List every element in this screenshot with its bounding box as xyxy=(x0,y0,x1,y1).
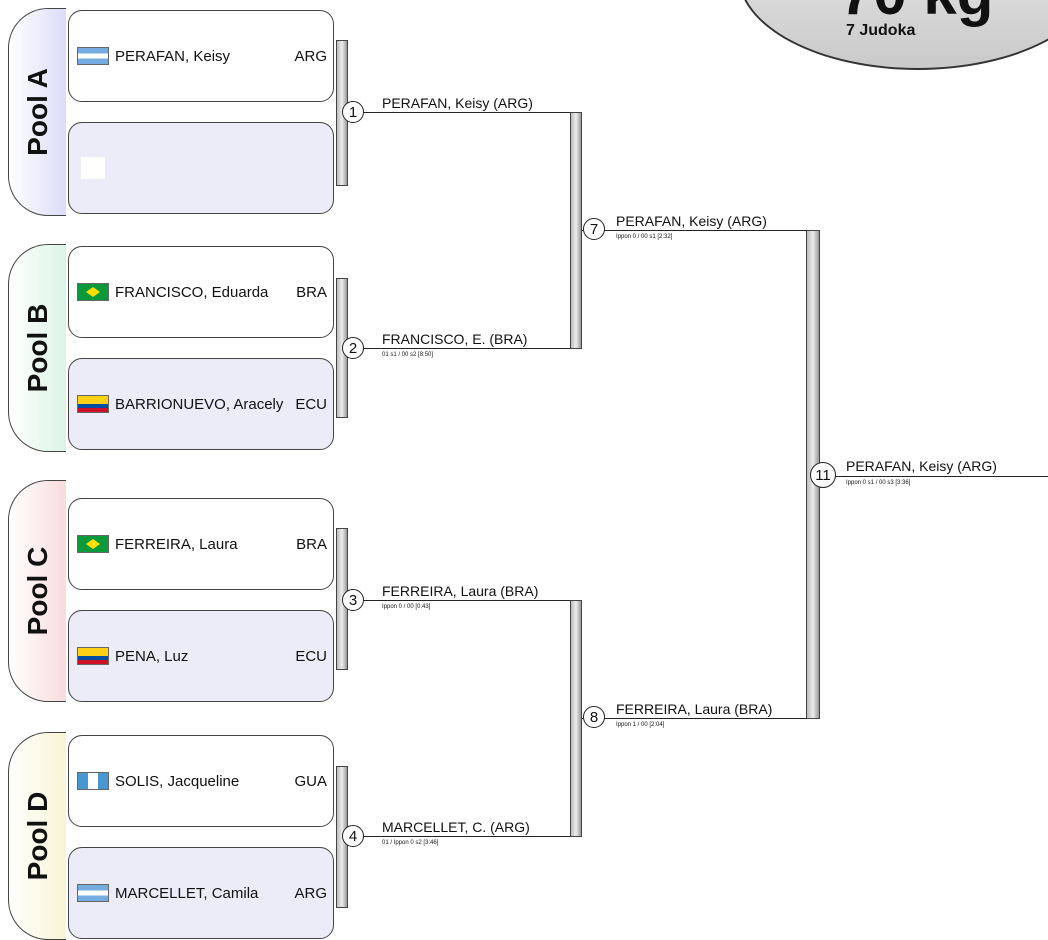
athlete-name: SOLIS, Jacqueline xyxy=(115,773,240,790)
athlete-box: BARRIONUEVO, Aracely ECU xyxy=(68,358,334,450)
pool-a-tab: Pool A xyxy=(8,8,66,216)
match-score: Ippon 0 / 00 s1 [2:32] xyxy=(616,234,673,240)
match-winner: PERAFAN, Keisy (ARG) xyxy=(616,213,767,229)
athlete-country: BRA xyxy=(296,284,327,301)
ecu-flag-icon xyxy=(77,647,109,665)
pool-label: Pool A xyxy=(21,68,53,156)
athlete-name: MARCELLET, Camila xyxy=(115,885,259,902)
athlete-box: MARCELLET, Camila ARG xyxy=(68,847,334,939)
bracket-bar xyxy=(570,112,582,349)
athlete-country: BRA xyxy=(296,536,327,553)
flag-icon xyxy=(81,157,105,179)
pool-label: Pool D xyxy=(21,791,53,881)
match-score: 01 s1 / 00 s2 [8:50] xyxy=(382,352,434,358)
arg-flag-icon xyxy=(77,47,109,65)
bracket-bar xyxy=(570,600,582,837)
match-number: 8 xyxy=(583,706,605,728)
pool-b-tab: Pool B xyxy=(8,244,66,452)
pool-c-tab: Pool C xyxy=(8,480,66,702)
match-winner: FERREIRA, Laura (BRA) xyxy=(616,701,773,717)
athlete-name: FERREIRA, Laura xyxy=(115,536,238,553)
bracket-line xyxy=(582,718,806,719)
arg-flag-icon xyxy=(77,884,109,902)
match-number: 4 xyxy=(342,825,364,847)
pool-label: Pool C xyxy=(21,546,53,636)
pool-label: Pool B xyxy=(21,303,53,393)
match-score: Ippon 0 s1 / 00 s3 [3:36] xyxy=(846,480,911,486)
match-number: 3 xyxy=(342,589,364,611)
bracket-line xyxy=(582,230,806,231)
match-number: 7 xyxy=(583,218,605,240)
match-score: 01 / Ippon 0 s2 [3:46] xyxy=(382,840,439,846)
bracket-line xyxy=(348,600,570,601)
weight-class-title: 70 kg xyxy=(840,0,993,24)
athlete-country: ECU xyxy=(295,396,327,413)
match-winner: PERAFAN, Keisy (ARG) xyxy=(846,458,997,474)
match-winner: FERREIRA, Laura (BRA) xyxy=(382,583,539,599)
match-number: 1 xyxy=(342,101,364,123)
athlete-box: SOLIS, Jacqueline GUA xyxy=(68,735,334,827)
match-winner: PERAFAN, Keisy (ARG) xyxy=(382,95,533,111)
athlete-name: FRANCISCO, Eduarda xyxy=(115,284,269,301)
athlete-name: PENA, Luz xyxy=(115,648,189,665)
athlete-box: FERREIRA, Laura BRA xyxy=(68,498,334,590)
bra-flag-icon xyxy=(77,283,109,301)
athlete-country: ECU xyxy=(295,648,327,665)
bra-flag-icon xyxy=(77,535,109,553)
athlete-country: GUA xyxy=(294,773,327,790)
gua-flag-icon xyxy=(77,772,109,790)
bracket-line xyxy=(348,836,570,837)
athlete-country: ARG xyxy=(294,48,327,65)
match-winner: MARCELLET, C. (ARG) xyxy=(382,819,530,835)
bracket-line xyxy=(820,476,1048,477)
bracket-line xyxy=(348,348,570,349)
athlete-box xyxy=(68,122,334,214)
match-number: 11 xyxy=(810,462,836,488)
athlete-box: FRANCISCO, Eduarda BRA xyxy=(68,246,334,338)
athlete-country: ARG xyxy=(294,885,327,902)
athlete-box: PERAFAN, Keisy ARG xyxy=(68,10,334,102)
athlete-box: PENA, Luz ECU xyxy=(68,610,334,702)
ecu-flag-icon xyxy=(77,395,109,413)
athlete-name: BARRIONUEVO, Aracely xyxy=(115,396,284,413)
match-number: 2 xyxy=(342,337,364,359)
match-winner: FRANCISCO, E. (BRA) xyxy=(382,331,528,347)
athlete-name: PERAFAN, Keisy xyxy=(115,48,231,65)
match-score: Ippon 0 / 00 [0:43] xyxy=(382,604,431,610)
pool-d-tab: Pool D xyxy=(8,732,66,940)
match-score: Ippon 1 / 00 [2:04] xyxy=(616,722,665,728)
bracket-line xyxy=(348,112,570,113)
judoka-count: 7 Judoka xyxy=(846,22,916,39)
